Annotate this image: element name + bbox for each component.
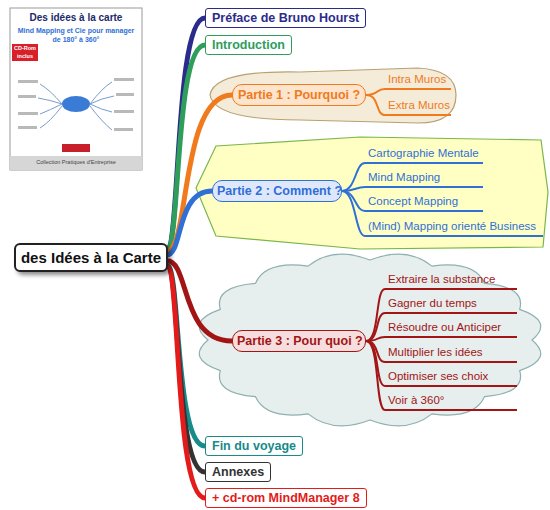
topic-text: Extraire la substance <box>388 272 515 286</box>
branch-line <box>342 163 365 191</box>
topic-text: Partie 1 : Pourquoi ? <box>237 88 361 102</box>
sub-topic: Optimiser ses choix <box>385 369 517 387</box>
topic-text: + cd-rom MindManager 8 <box>212 491 360 505</box>
cover-frame <box>10 8 142 170</box>
topic-text: Préface de Bruno Hourst <box>212 11 359 25</box>
boundary-shape <box>196 137 548 249</box>
sub-topic: Multiplier les idées <box>385 345 517 363</box>
topic-text: Résoudre ou Anticiper <box>388 320 515 334</box>
cover-map-texts <box>18 78 134 131</box>
sub-topic: Voir à 360° <box>385 393 517 411</box>
main-topic: Introduction <box>205 35 292 55</box>
topic-text: Cartographie Mentale <box>368 146 481 160</box>
main-topic: Annexes <box>205 462 271 482</box>
cover-text: Des idées à la carte <box>12 12 140 24</box>
branch-line <box>366 89 385 95</box>
topic-text: Gagner du temps <box>388 296 515 310</box>
part-topic: Partie 2 : Comment ? <box>212 180 342 202</box>
topic-text: des Idées à la Carte <box>16 249 166 266</box>
branch-line <box>167 191 212 255</box>
sub-topic: (Mind) Mapping orienté Business <box>365 219 543 237</box>
topic-text: Fin du voyage <box>212 439 296 453</box>
cover-logo <box>62 144 90 152</box>
boundary-cloud <box>199 254 540 426</box>
part-topic: Partie 1 : Pourquoi ? <box>232 84 366 106</box>
sub-topic: Résoudre ou Anticiper <box>385 320 517 338</box>
topic-text: Voir à 360° <box>388 393 515 407</box>
book-cover <box>10 8 142 170</box>
central-topic: des Idées à la Carte <box>14 243 168 272</box>
branch-line <box>167 267 205 499</box>
topic-text: Intra Muros <box>388 72 449 86</box>
cover-text: Collection Pratiques d'Entreprise <box>10 159 142 167</box>
topic-text: Partie 2 : Comment ? <box>217 184 337 198</box>
topic-text: Multiplier les idées <box>388 345 515 359</box>
sub-topic: Concept Mapping <box>365 194 483 212</box>
cover-text: CD-Rom inclus <box>12 44 38 61</box>
branch-line <box>342 191 365 236</box>
branch-line <box>342 187 365 191</box>
main-topic: Préface de Bruno Hourst <box>205 8 366 28</box>
topic-text: Extra Muros <box>388 98 449 112</box>
sub-topic: Cartographie Mentale <box>365 146 483 164</box>
sub-topic: Mind Mapping <box>365 170 483 188</box>
topic-text: Introduction <box>212 38 285 52</box>
branch-line <box>167 95 232 251</box>
topic-text: (Mind) Mapping orienté Business <box>368 219 541 233</box>
topic-text: Partie 3 : Pour quoi ? <box>237 334 361 348</box>
cover-map-branches <box>38 82 114 130</box>
main-topic: Fin du voyage <box>205 436 303 456</box>
topic-text: Optimiser ses choix <box>388 369 515 383</box>
cover-map-center <box>62 96 90 112</box>
branch-line <box>366 95 385 115</box>
sub-topic: Gagner du temps <box>385 296 517 314</box>
topic-text: Mind Mapping <box>368 170 481 184</box>
cover-text: Mind Mapping et Cie pour manager de 180°… <box>16 26 136 44</box>
topic-text: Annexes <box>212 465 264 479</box>
part-topic: Partie 3 : Pour quoi ? <box>232 330 366 352</box>
boundary-shape <box>210 68 456 123</box>
branch-line <box>366 341 385 410</box>
topic-text: Concept Mapping <box>368 194 481 208</box>
branch-line <box>366 289 385 341</box>
sub-topic: Extraire la substance <box>385 272 517 290</box>
sub-topic: Intra Muros <box>385 72 451 90</box>
sub-topic: Extra Muros <box>385 98 451 116</box>
cover-band <box>10 156 142 170</box>
main-topic: + cd-rom MindManager 8 <box>205 488 367 508</box>
branch-line <box>366 313 385 341</box>
